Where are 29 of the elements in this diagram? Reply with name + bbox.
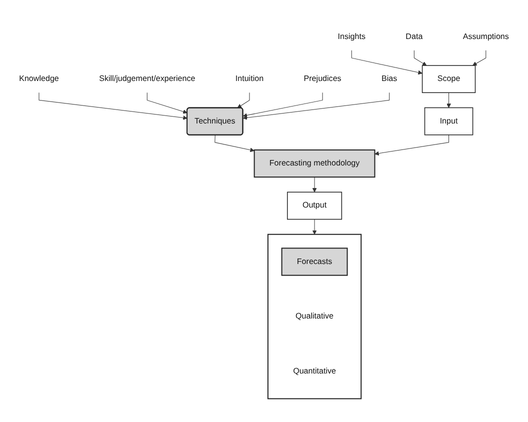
node-box: Scope bbox=[422, 65, 476, 94]
node-text: Qualitative bbox=[296, 312, 334, 321]
arrow bbox=[374, 134, 450, 156]
node-text: Data bbox=[406, 32, 423, 41]
node-box: Output bbox=[287, 192, 342, 220]
node-box: Forecasting methodology bbox=[254, 149, 376, 178]
node-text: Assumptions bbox=[462, 32, 509, 41]
node-box: Forecasts bbox=[281, 248, 348, 276]
node-text: Knowledge bbox=[19, 74, 59, 84]
arrow bbox=[214, 134, 254, 152]
node-text: Quantitative bbox=[293, 366, 336, 376]
arrow bbox=[242, 92, 323, 118]
node-text: Bias bbox=[382, 74, 398, 84]
arrow bbox=[351, 50, 422, 75]
arrow bbox=[312, 176, 317, 192]
node-text: Prejudices bbox=[304, 74, 342, 84]
node-text: Insights bbox=[338, 32, 366, 41]
node-text: Intuition bbox=[235, 74, 264, 84]
arrow bbox=[242, 92, 390, 120]
cluster bbox=[267, 234, 362, 400]
arrow bbox=[312, 219, 317, 235]
arrow bbox=[472, 50, 486, 66]
node-text: Skill/judgement/experience bbox=[99, 74, 196, 84]
arrow bbox=[414, 50, 427, 66]
arrow bbox=[446, 92, 451, 108]
node-box: Input bbox=[424, 107, 474, 136]
arrow bbox=[38, 92, 188, 120]
arrow bbox=[146, 92, 188, 114]
arrow bbox=[237, 92, 250, 108]
